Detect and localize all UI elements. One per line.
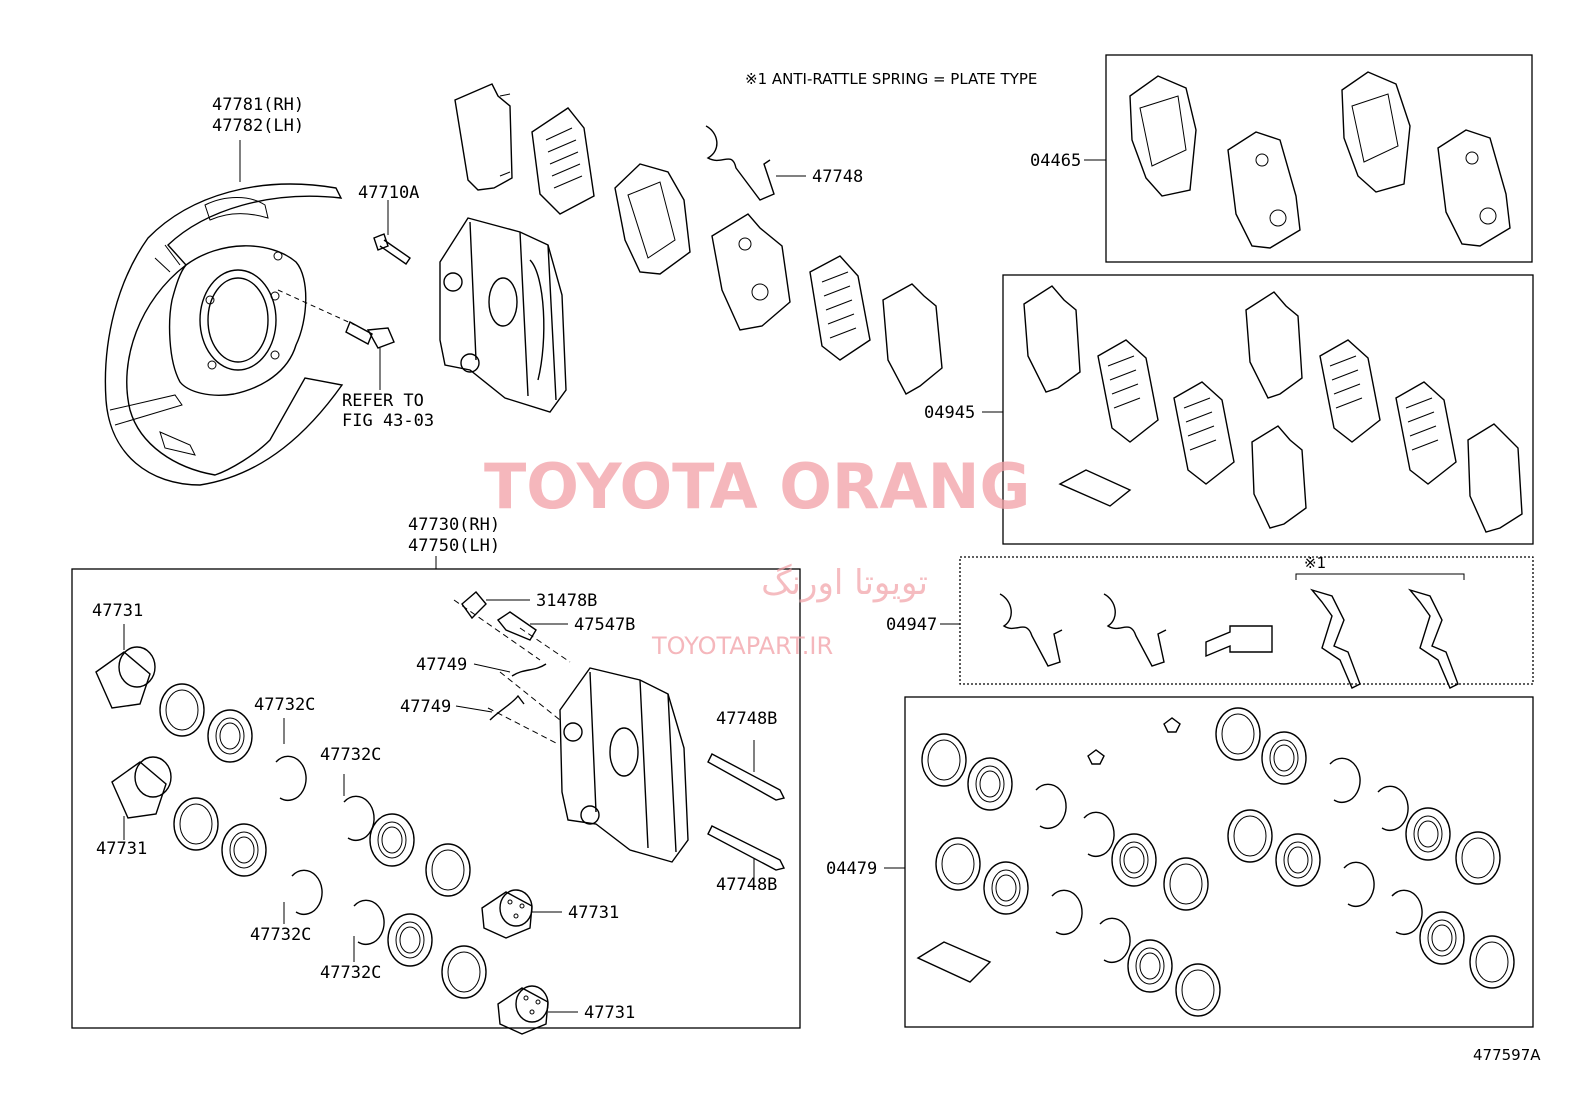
watermark-persian: تویوتا اورنگ [761,563,928,603]
kit-04479-seals [916,707,1515,1017]
backing-plate-upper [711,213,791,331]
kit-04947-box [959,556,1534,685]
clip-47749-a [473,663,547,677]
refer-bolt [277,289,395,390]
label-kit-04945: 04945 [924,403,975,423]
kit-04465-parts [1129,71,1511,249]
kit-04945-box [1002,274,1534,545]
shim-upper-2 [809,255,871,361]
guide-pin-a [707,740,786,801]
bleeder-plug [496,611,568,641]
note-mark: ※1 [1304,554,1326,572]
caliper-bolt [373,200,411,265]
guide-pin-b [707,825,786,878]
anti-rattle-spring [705,125,806,201]
anti-rattle-note: ※1 ANTI-RATTLE SPRING = PLATE TYPE [745,70,1037,88]
kit-04945-parts [1023,285,1523,533]
label-kit-04465: 04465 [1030,151,1081,171]
figure-id: 477597A [1473,1046,1541,1064]
label-refer-fig: FIG 43-03 [342,411,434,431]
label-piston-d: 47731 [584,1003,635,1023]
label-clip-47749-b: 47749 [400,697,451,717]
label-ring-c: 47732C [250,925,311,945]
label-bleeder-47547B: 47547B [574,615,635,635]
pad-upper-3 [882,283,943,395]
label-ring-a: 47732C [254,695,315,715]
caliper-pistons-seals [95,624,578,1035]
caliper-upper [439,217,567,413]
label-refer-to: REFER TO [342,391,424,411]
bleeder-cap [461,591,530,620]
label-clip-47749-a: 47749 [416,655,467,675]
label-piston-a: 47731 [92,601,143,621]
label-piston-c: 47731 [568,903,619,923]
watermark-site: TOYOTAPART.IR [651,632,833,660]
kit-04479-box [904,696,1534,1028]
label-pin-47748B-a: 47748B [716,709,777,729]
label-spring-47748: 47748 [812,167,863,187]
label-shield-lh: 47782(LH) [212,116,304,136]
shim-upper-1 [531,107,595,215]
watermark-title: TOYOTA ORANG [484,450,1030,523]
label-shield-rh: 47781(RH) [212,95,304,115]
pad-upper-1 [454,83,513,191]
kit-04465-box [1105,54,1533,263]
pad-upper-2 [614,163,691,275]
caliper-lower [453,599,689,863]
label-piston-b: 47731 [96,839,147,859]
dust-cover-shield [104,140,344,486]
label-caliper-lh: 47750(LH) [408,536,500,556]
label-ring-d: 47732C [320,963,381,983]
label-caliper-rh: 47730(RH) [408,515,500,535]
label-pin-47748B-b: 47748B [716,875,777,895]
label-cap-31478B: 31478B [536,591,597,611]
clip-47749-b [455,694,525,721]
label-bolt-47710A: 47710A [358,183,419,203]
label-kit-04947: 04947 [886,615,937,635]
kit-04947-parts [999,573,1465,689]
label-ring-b: 47732C [320,745,381,765]
label-kit-04479: 04479 [826,859,877,879]
